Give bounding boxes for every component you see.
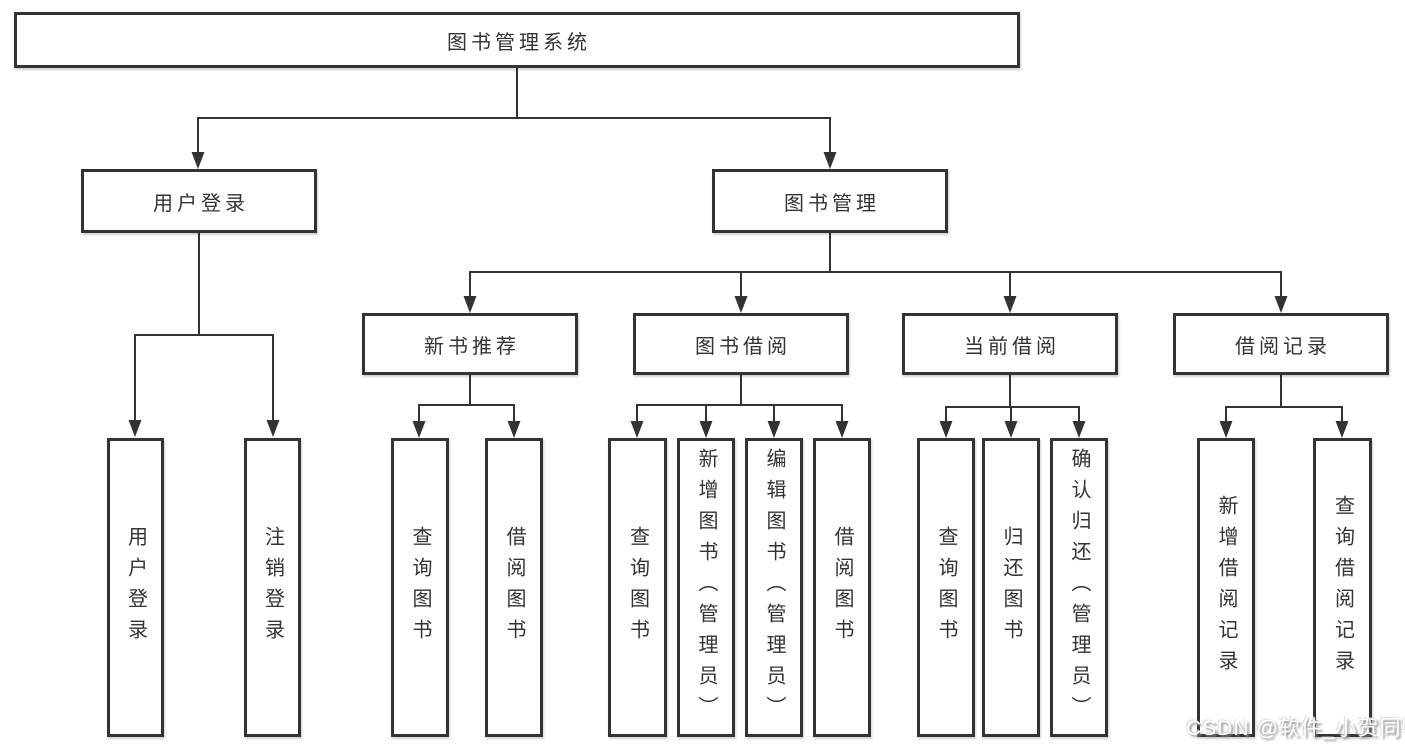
leaf-add-borrow-record: 新增借阅记录 xyxy=(1197,438,1255,737)
node-book-borrowing: 图书借阅 xyxy=(633,313,849,375)
leaf-query-books-recommendation: 查询图书 xyxy=(391,438,449,737)
leaf-label: 借阅图书 xyxy=(831,525,853,650)
leaf-return-books: 归还图书 xyxy=(982,438,1040,737)
node-library-management-system: 图书管理系统 xyxy=(14,12,1020,68)
node-label: 图书管理 xyxy=(784,192,880,215)
leaf-add-books-admin: 新增图书（管理员） xyxy=(677,438,735,737)
leaf-borrow-books: 借阅图书 xyxy=(813,438,871,737)
watermark: CSDN @软件_小贺同学 xyxy=(1186,717,1405,740)
leaf-label: 查询图书 xyxy=(409,525,431,650)
leaf-query-books-current: 查询图书 xyxy=(917,438,975,737)
leaf-edit-books-admin: 编辑图书（管理员） xyxy=(745,438,803,737)
leaf-label: 归还图书 xyxy=(1000,525,1022,650)
leaf-label: 编辑图书（管理员） xyxy=(763,448,785,727)
leaf-label: 查询图书 xyxy=(935,525,957,650)
node-label: 借阅记录 xyxy=(1235,335,1331,358)
node-current-borrowing: 当前借阅 xyxy=(902,313,1118,375)
leaf-user-login: 用户登录 xyxy=(107,438,164,737)
leaf-label: 用户登录 xyxy=(124,525,147,650)
leaf-label: 确认归还（管理员） xyxy=(1068,448,1090,727)
leaf-logout: 注销登录 xyxy=(244,438,301,737)
node-label: 新书推荐 xyxy=(424,335,520,358)
leaf-label: 新增图书（管理员） xyxy=(695,448,717,727)
node-label: 图书借阅 xyxy=(695,335,791,358)
node-book-management: 图书管理 xyxy=(712,169,948,233)
leaf-label: 新增借阅记录 xyxy=(1215,494,1237,681)
leaf-query-borrow-record: 查询借阅记录 xyxy=(1313,438,1372,737)
leaf-confirm-return-admin: 确认归还（管理员） xyxy=(1050,438,1108,737)
node-borrowing-records: 借阅记录 xyxy=(1173,313,1389,375)
leaf-label: 注销登录 xyxy=(261,525,284,650)
leaf-label: 借阅图书 xyxy=(503,525,525,650)
leaf-query-books-borrowing: 查询图书 xyxy=(608,438,667,737)
node-label: 图书管理系统 xyxy=(447,31,591,54)
leaf-borrow-books-recommendation: 借阅图书 xyxy=(485,438,543,737)
node-new-book-recommendation: 新书推荐 xyxy=(362,313,578,375)
leaf-label: 查询借阅记录 xyxy=(1331,494,1354,681)
node-user-login: 用户登录 xyxy=(81,169,317,233)
node-label: 当前借阅 xyxy=(964,335,1060,358)
leaf-label: 查询图书 xyxy=(626,525,649,650)
node-label: 用户登录 xyxy=(153,192,249,215)
